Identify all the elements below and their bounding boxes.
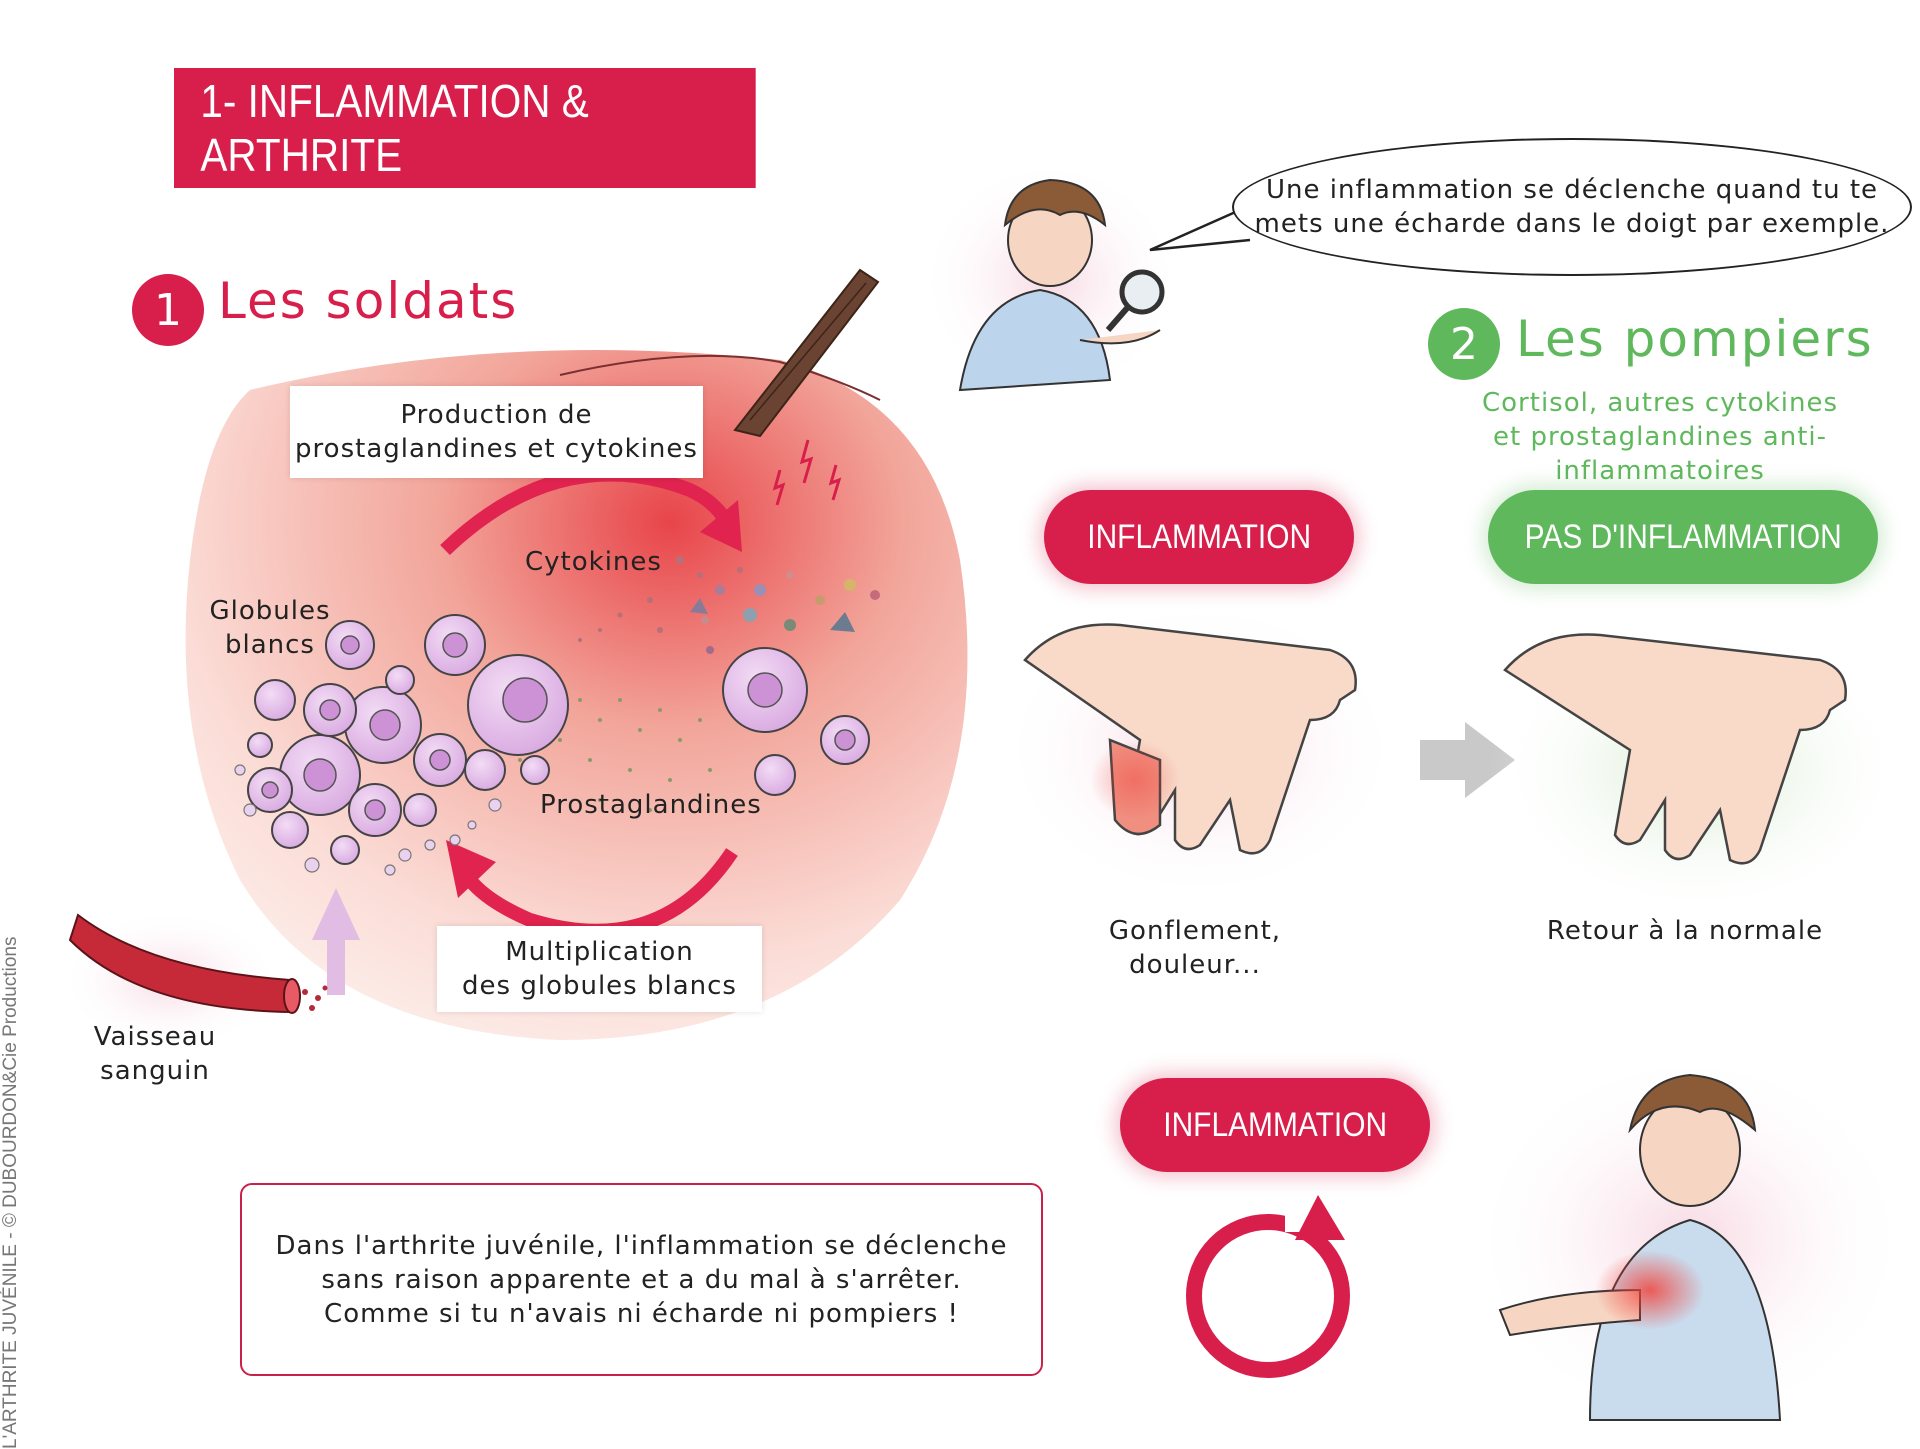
cycle-circle (1186, 1214, 1350, 1378)
page-title-banner: 1- INFLAMMATION & ARTHRITE (174, 68, 756, 188)
normal-hand-caption: Retour à la normale (1546, 916, 1824, 946)
inflammation-pill-top: INFLAMMATION (1044, 490, 1354, 584)
speech-tail (1149, 208, 1251, 252)
cytokines-label: Cytokines (525, 547, 662, 577)
pain-bolts (772, 439, 842, 506)
blood-vessel-label: Vaisseau sanguin (93, 1022, 217, 1086)
section-1-badge: 1 (132, 274, 204, 346)
cell-nuclei (261, 632, 856, 821)
juvenile-arthritis-info-box: Dans l'arthrite juvénile, l'inflammation… (240, 1183, 1043, 1376)
section-2-subtitle: Cortisol, autres cytokines et prostaglan… (1482, 388, 1838, 486)
page-title: 1- INFLAMMATION & ARTHRITE (200, 75, 589, 181)
inflammation-pill-bottom: INFLAMMATION (1120, 1078, 1430, 1172)
production-label: Production de prostaglandines et cytokin… (290, 386, 703, 478)
multiplication-label: Multiplication des globules blancs (437, 926, 762, 1012)
speech-bubble: Une inflammation se déclenche quand tu t… (1232, 138, 1912, 276)
copyright-credit: L'ARTHRITE JUVÉNILE - © DUBOURDON&Cie Pr… (0, 936, 21, 1449)
boy-magnifier-illustration (958, 178, 1165, 392)
section-1-heading: Les soldats (218, 272, 519, 330)
normal-hand-illustration (1503, 633, 1847, 865)
white-blood-cells-label: Globules blancs (209, 596, 331, 660)
section-2-heading: Les pompiers (1516, 310, 1874, 368)
cytokine-particles (578, 556, 880, 654)
cycle-arrowhead (1295, 1195, 1345, 1240)
prostaglandins-label: Prostaglandines (540, 790, 762, 820)
tissue-area (185, 350, 968, 1040)
inflamed-hand-caption: Gonflement, douleur... (1108, 916, 1282, 980)
section-2-badge: 2 (1428, 308, 1500, 380)
migration-arrow (327, 935, 345, 995)
transition-arrow (1420, 740, 1468, 780)
skin-surface (559, 354, 881, 401)
no-inflammation-pill: PAS D'INFLAMMATION (1488, 490, 1878, 584)
